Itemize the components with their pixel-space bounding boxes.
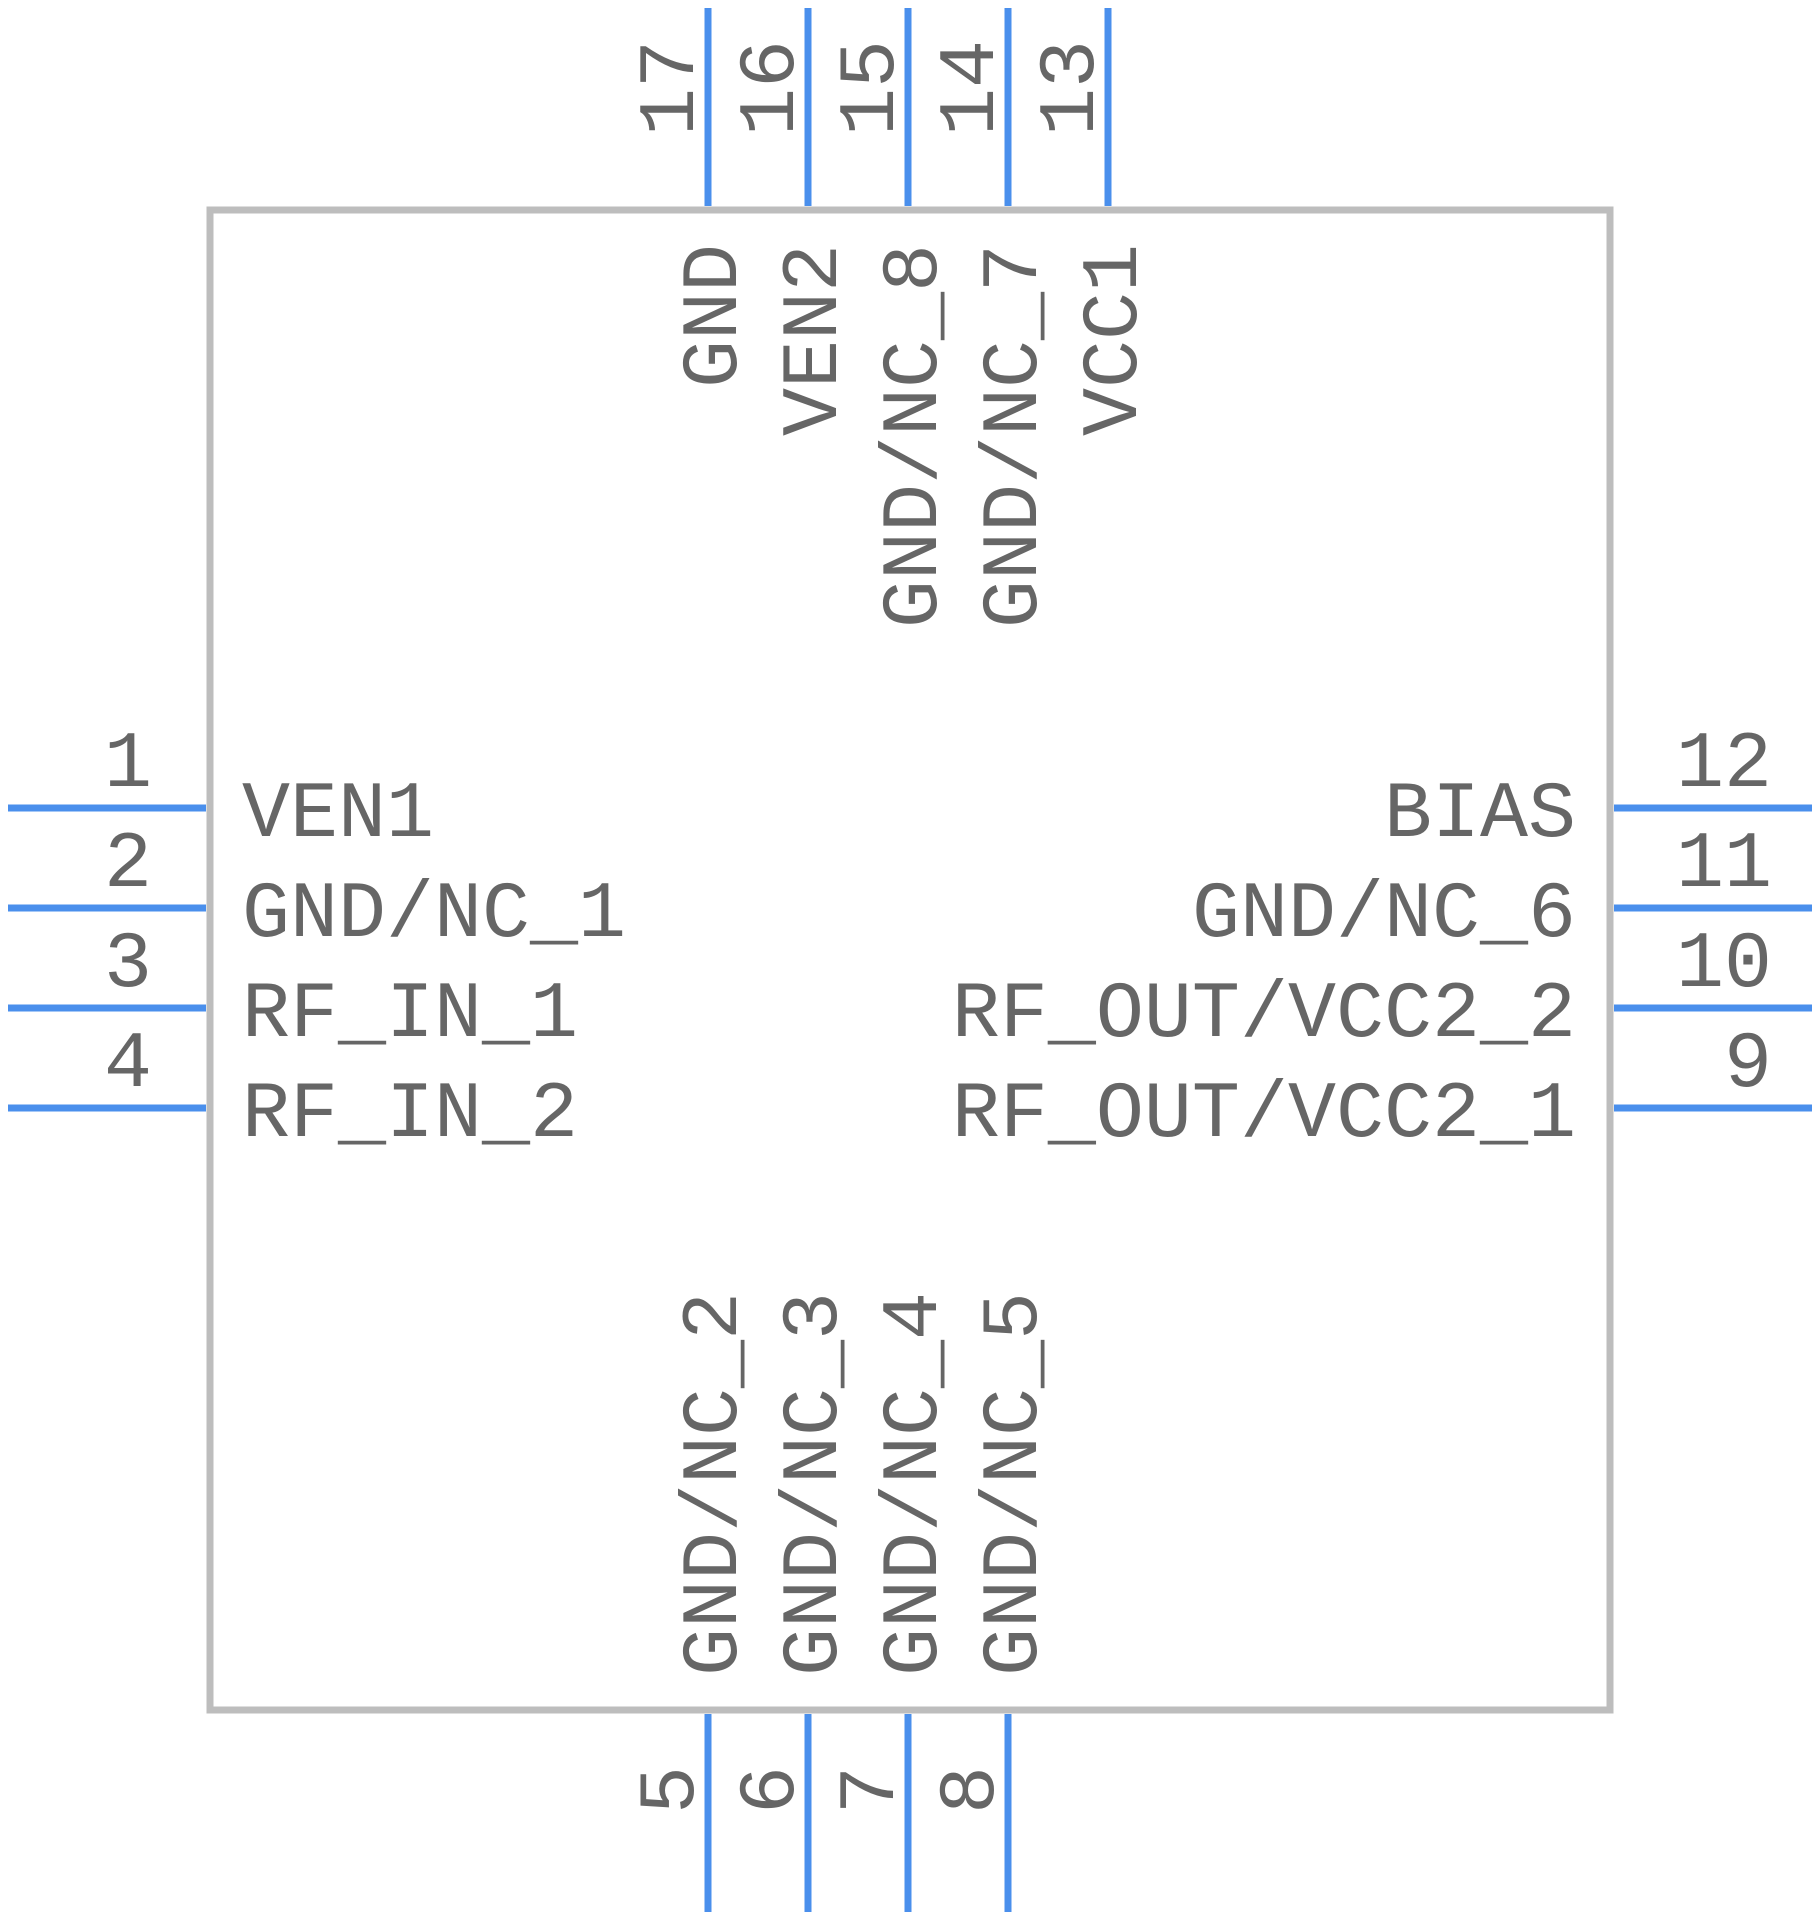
pin-8-label: GND/NC_5	[970, 1292, 1061, 1676]
pin-17-label: GND	[670, 244, 761, 388]
pin-1-number: 1	[104, 720, 152, 811]
pin-13-label: VCC1	[1070, 244, 1161, 436]
pin-17-number: 17	[627, 40, 718, 136]
pin-9-number: 9	[1724, 1020, 1772, 1111]
pin-11-label: GND/NC_6	[1192, 870, 1576, 961]
pin-3-label: RF_IN_1	[242, 970, 578, 1061]
pin-2-number: 2	[104, 820, 152, 911]
pin-3-number: 3	[104, 920, 152, 1011]
pin-10-number: 10	[1676, 920, 1772, 1011]
pin-8-number: 8	[927, 1766, 1018, 1814]
pin-16-number: 16	[727, 40, 818, 136]
pin-12-label: BIAS	[1384, 770, 1576, 861]
pin-1-label: VEN1	[242, 770, 434, 861]
ic-body-outline	[206, 206, 1614, 1714]
pin-11-number: 11	[1676, 820, 1772, 911]
pin-2-label: GND/NC_1	[242, 870, 626, 961]
pin-layer: 1VEN12GND/NC_13RF_IN_14RF_IN_29RF_OUT/VC…	[8, 8, 1812, 1912]
pin-4-label: RF_IN_2	[242, 1070, 578, 1161]
pin-14-label: GND/NC_7	[970, 244, 1061, 628]
pin-16-label: VEN2	[770, 244, 861, 436]
pin-7-number: 7	[827, 1766, 918, 1814]
pin-5-number: 5	[627, 1766, 718, 1814]
pin-7-label: GND/NC_4	[870, 1292, 961, 1676]
pin-14-number: 14	[927, 40, 1018, 136]
pin-10-label: RF_OUT/VCC2_2	[952, 970, 1576, 1061]
pin-5-label: GND/NC_2	[670, 1292, 761, 1676]
pin-15-number: 15	[827, 40, 918, 136]
pin-9-label: RF_OUT/VCC2_1	[952, 1070, 1576, 1161]
pin-6-label: GND/NC_3	[770, 1292, 861, 1676]
pin-6-number: 6	[727, 1766, 818, 1814]
pin-15-label: GND/NC_8	[870, 244, 961, 628]
pin-12-number: 12	[1676, 720, 1772, 811]
pin-4-number: 4	[104, 1020, 152, 1111]
pin-13-number: 13	[1027, 40, 1118, 136]
